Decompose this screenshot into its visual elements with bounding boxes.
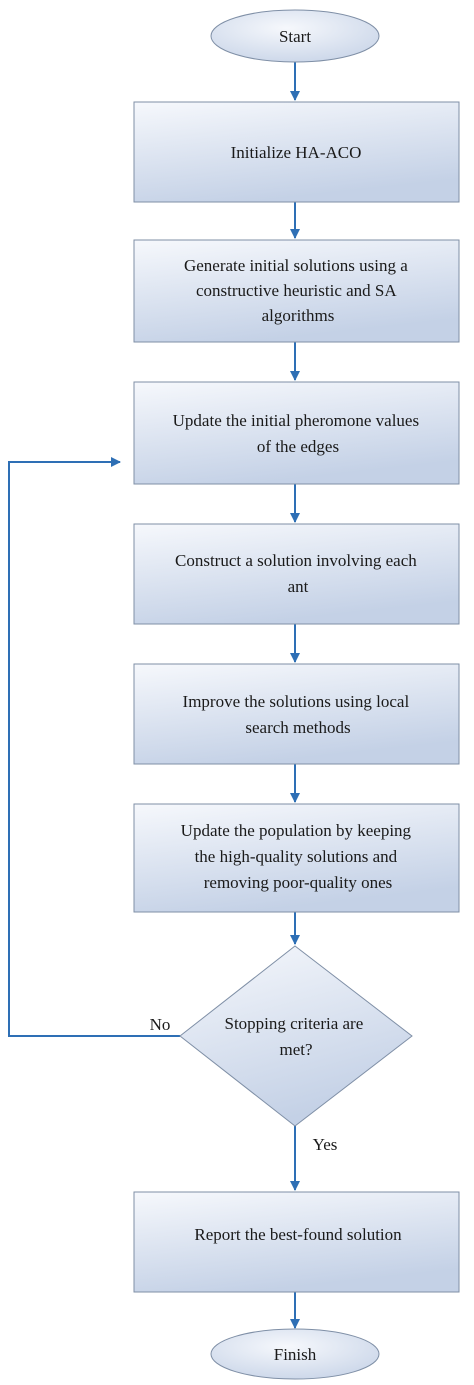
svg-text:Stopping criteria are me: Stopping criteria are met? bbox=[224, 1014, 367, 1059]
svg-text:Generate initial solutions usi: Generate initial solutions using a const… bbox=[184, 256, 412, 325]
svg-text:Update the population by keepi: Update the population by keeping the hig… bbox=[181, 821, 416, 892]
step-report-best-solution: Report the best-found solution bbox=[133, 1191, 460, 1293]
step-initialize: Initialize HA-ACO bbox=[133, 101, 460, 203]
svg-text:Report the best-found solution: Report the best-found solution bbox=[194, 1225, 402, 1244]
decision-stopping-criteria: Stopping criteria are met? bbox=[179, 945, 413, 1127]
step-generate-initial-solutions: Generate initial solutions using a const… bbox=[133, 239, 460, 343]
step-line: algorithms bbox=[262, 306, 335, 325]
step-line: the high-quality solutions and bbox=[195, 847, 398, 866]
step-line: removing poor-quality ones bbox=[204, 873, 393, 892]
decision-line: met? bbox=[279, 1040, 312, 1059]
step-line: Update the initial pheromone values bbox=[173, 411, 419, 430]
svg-text:Improve the solutions using lo: Improve the solutions using local search… bbox=[183, 692, 414, 737]
step-update-population: Update the population by keeping the hig… bbox=[133, 803, 460, 913]
edge-label-no: No bbox=[150, 1015, 171, 1034]
step-construct-solution: Construct a solution involving each ant bbox=[133, 523, 460, 625]
finish-terminal: Finish bbox=[210, 1328, 380, 1380]
svg-text:Initialize HA-ACO: Initialize HA-ACO bbox=[231, 143, 362, 162]
start-label: Start bbox=[279, 27, 311, 46]
step-line: of the edges bbox=[257, 437, 339, 456]
svg-text:Construct a solution involving: Construct a solution involving each ant bbox=[175, 551, 421, 596]
step-line: constructive heuristic and SA bbox=[196, 281, 397, 300]
start-terminal: Start bbox=[210, 9, 380, 63]
decision-line: Stopping criteria are bbox=[224, 1014, 363, 1033]
step-line: search methods bbox=[245, 718, 350, 737]
step-line: Generate initial solutions using a bbox=[184, 256, 408, 275]
step-line: Construct a solution involving each bbox=[175, 551, 417, 570]
edge-label-yes: Yes bbox=[313, 1135, 338, 1154]
step-line: Update the population by keeping bbox=[181, 821, 412, 840]
svg-text:Update the initial pheromone v: Update the initial pheromone values of t… bbox=[173, 411, 424, 456]
connectors bbox=[8, 62, 300, 1329]
step-line: Improve the solutions using local bbox=[183, 692, 410, 711]
step-update-pheromone: Update the initial pheromone values of t… bbox=[133, 381, 460, 485]
arrow-decision-no-loop bbox=[8, 457, 180, 1037]
step-line: ant bbox=[288, 577, 309, 596]
step-line: Initialize HA-ACO bbox=[231, 143, 362, 162]
step-line: Report the best-found solution bbox=[194, 1225, 402, 1244]
step-improve-solutions: Improve the solutions using local search… bbox=[133, 663, 460, 765]
finish-label: Finish bbox=[274, 1345, 317, 1364]
